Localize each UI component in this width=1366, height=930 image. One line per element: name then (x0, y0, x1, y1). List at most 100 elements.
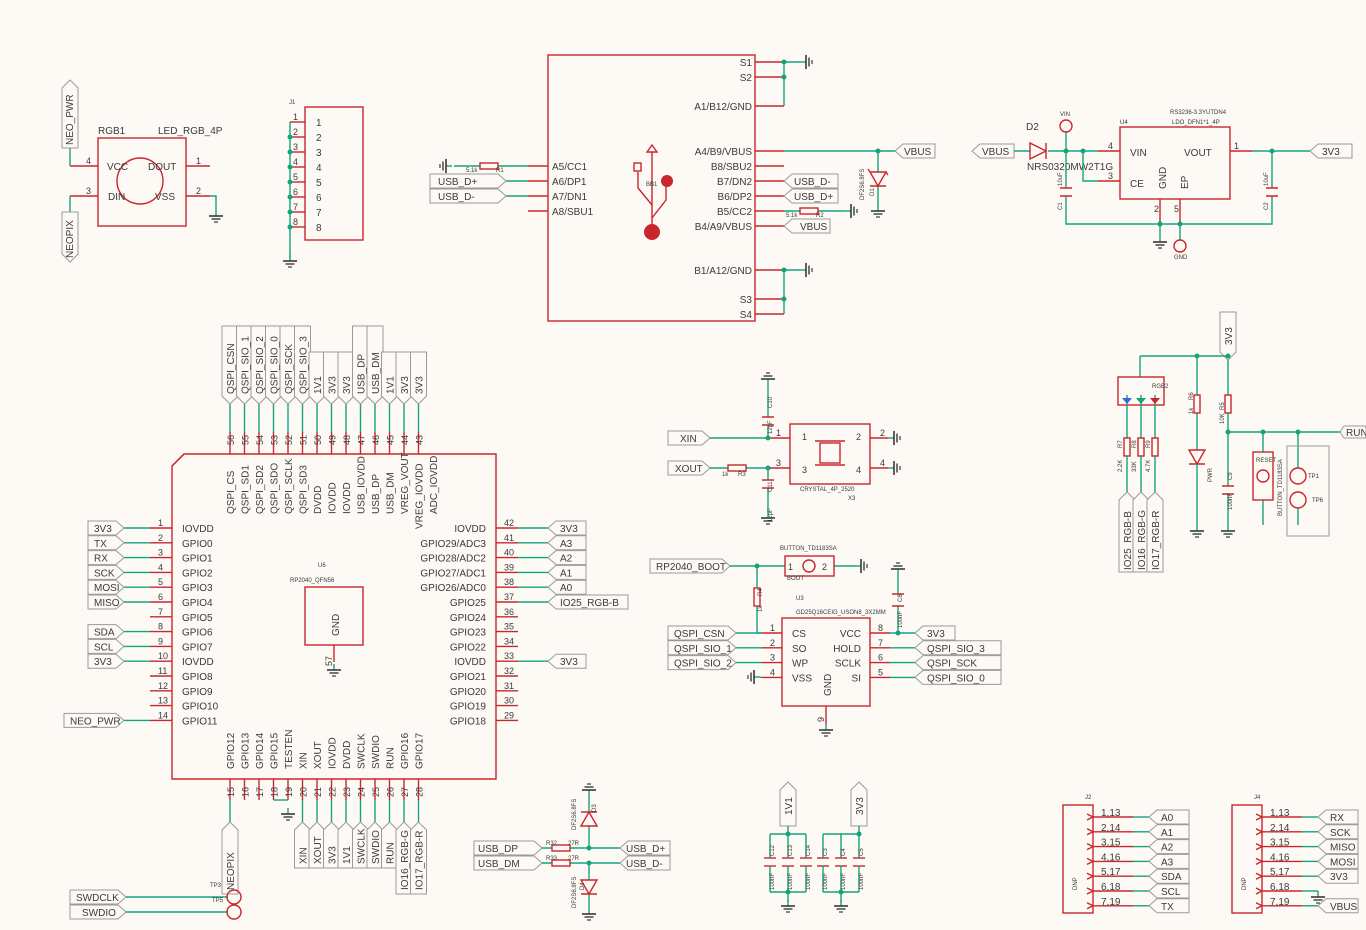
flash-part: GD25Q16CEIG_USON8_3X2MM (796, 610, 886, 616)
mcu-bottom-net-shape (308, 821, 326, 869)
mcu-top-pin-num: 43 (415, 435, 425, 445)
mcu-left-pin-num: 11 (158, 666, 167, 676)
ldo-vin: VIN (1130, 148, 1147, 159)
rgb-net-g: IO16_RGB-G (1137, 510, 1148, 570)
rgb-ref: RGB2 (1152, 384, 1169, 390)
mcu-left-pin-num: 5 (158, 577, 163, 587)
ldo-pin4: 4 (1108, 141, 1113, 151)
swd-testpoints: SWDCLK SWDIO TP3 TP5 (69, 883, 242, 920)
ldo-ce: CE (1130, 179, 1144, 190)
neo-pin4: 4 (86, 156, 91, 166)
ldo-vin-tp: VIN (1060, 112, 1070, 118)
boot-ref: BOOT (787, 576, 804, 582)
flash-ref: U3 (796, 596, 804, 602)
flash-right-net: QSPI_SCK (927, 659, 977, 670)
mcu-right-net-shape (547, 520, 587, 536)
mcu-left-net: NEO_PWR (70, 716, 121, 727)
cap-val: 100nF (806, 873, 812, 890)
crystal-c1-ref: C10 (768, 396, 774, 408)
swd-tp5: TP5 (212, 898, 224, 904)
ldo-pin2: 2 (1154, 204, 1159, 214)
crystal-ref: X3 (848, 496, 856, 502)
flash-right-net-shape (914, 640, 1002, 656)
mcu-right-pin-name: GPIO26/ADC0 (420, 583, 486, 594)
flash-left-pin-num: 1 (770, 623, 775, 633)
mcu-bottom-pin-name: GPIO13 (241, 732, 252, 769)
flash-left-pin-name: WP (792, 659, 808, 670)
mcu-top-pin-name: QSPI_SD1 (241, 465, 252, 514)
esd-r32: R32 (546, 841, 558, 847)
crystal-part: CRYSTAL_4P_2520 (800, 487, 855, 493)
mcu-left-pin-name: GPIO9 (182, 687, 213, 698)
mcu-top-pin-name: USB_DP (371, 474, 382, 514)
mcu-top-pin-name: VREG_VOUT (400, 452, 411, 514)
rgb-r5-val: 10K (1220, 413, 1226, 424)
mcu-top-pin-name: QSPI_SD2 (255, 465, 266, 514)
crystal-osc: CRYSTAL_4P_2520 X3 1 2 3 4 1 3 2 4 XIN X… (667, 372, 901, 525)
rp2040-mcu: 1IOVDD3V32GPIO0TX3GPIO1RX4GPIO2SCK5GPIO3… (63, 325, 629, 895)
ldo-c1-val: 10uF (1058, 172, 1064, 186)
rgb-r7-val: 2.2K (1118, 460, 1124, 472)
j1-pin4: 4 (293, 157, 298, 167)
esd-r33-val: 27R (568, 856, 580, 862)
mcu-top-net-shape (265, 325, 282, 405)
mcu-left-net: MOSI (94, 583, 120, 594)
mcu-left-pin-num: 6 (158, 592, 163, 602)
mcu-right-net-shape (547, 579, 587, 595)
mcu-bottom-net: SWCLK (357, 828, 368, 864)
mcu-top-pin-num: 55 (241, 435, 251, 445)
j1-in5: 5 (316, 178, 322, 189)
rgb-run-label2: RUN (1346, 428, 1366, 439)
crystal-pin4: 4 (856, 465, 861, 475)
j1-in6: 6 (316, 193, 322, 204)
mcu-right-net: 3V3 (560, 524, 578, 535)
ldo-part: RS3236-3.3YUTDN4 (1170, 110, 1227, 116)
qspi-flash: GD25Q16CEIG_USON8_3X2MM U3 1CSQSPI_CSN2S… (667, 562, 1002, 737)
header-net-shape (1148, 868, 1190, 884)
usb-s2: S2 (740, 73, 753, 84)
mcu-top-net: QSPI_SIO_2 (255, 336, 266, 394)
mcu-top-net-shape (366, 325, 384, 405)
mcu-left-pin-name: GPIO0 (182, 539, 213, 550)
mcu-top-net-shape (410, 351, 427, 405)
flash-left-pin-name: CS (792, 629, 806, 640)
mcu-top-net-shape (294, 325, 311, 405)
header-part: DNP (1242, 877, 1248, 890)
mcu-bottom-pin-name: GPIO12 (226, 732, 237, 769)
flash-left-net: QSPI_CSN (674, 629, 725, 640)
mcu-right-pin-num: 40 (504, 548, 514, 558)
neo-pin1: 1 (196, 156, 201, 166)
mcu-top-net-shape (323, 351, 340, 405)
cap-ref: C4 (841, 848, 847, 856)
header-pin-arrow (1255, 872, 1263, 880)
esd-dplus-right: USB_D+ (626, 844, 665, 855)
esd-d4-part: DF2S6.8FS (572, 877, 578, 908)
mcu-top-pin-name: QSPI_SD3 (299, 465, 310, 514)
mcu-right-pin-name: GPIO29/ADC3 (420, 539, 486, 550)
header-net-shape (1317, 824, 1359, 840)
ldo-in-label: VBUS (982, 147, 1010, 158)
rgb-r8-val: 33K (1132, 461, 1138, 472)
usb-r1-val: 5.1k (466, 168, 478, 174)
flash-left-pin-name: VSS (792, 673, 812, 684)
ldo-c2-val: 10uF (1264, 172, 1270, 186)
ldo-pin5: 5 (1174, 204, 1179, 214)
mcu-left-pin-name: GPIO2 (182, 568, 213, 579)
mcu-right-net-shape (547, 550, 587, 566)
usb-s4: S4 (740, 310, 753, 321)
boot-pin1: 1 (788, 562, 793, 572)
mcu-top-net-shape (221, 325, 239, 405)
mcu-bottom-pin-num: 15 (226, 787, 236, 797)
mcu-top-pin-num: 45 (386, 435, 396, 445)
header-net: VBUS (1330, 902, 1358, 913)
mcu-top-net: 3V3 (328, 376, 339, 394)
boot-button: RP2040_BOOT BUTTON_TD1183SA BOOT 1 2 1k … (649, 546, 868, 633)
mcu-top-pin-name: QSPI_SDO (270, 463, 281, 514)
usb-s3: S3 (740, 295, 753, 306)
mcu-top-net-shape (308, 351, 326, 405)
usb-a5: A5/CC1 (552, 162, 587, 173)
esd-dp-left: USB_DP (478, 844, 518, 855)
usb-sym-ref: BB1 (646, 182, 658, 188)
header-net-shape (1148, 809, 1190, 825)
